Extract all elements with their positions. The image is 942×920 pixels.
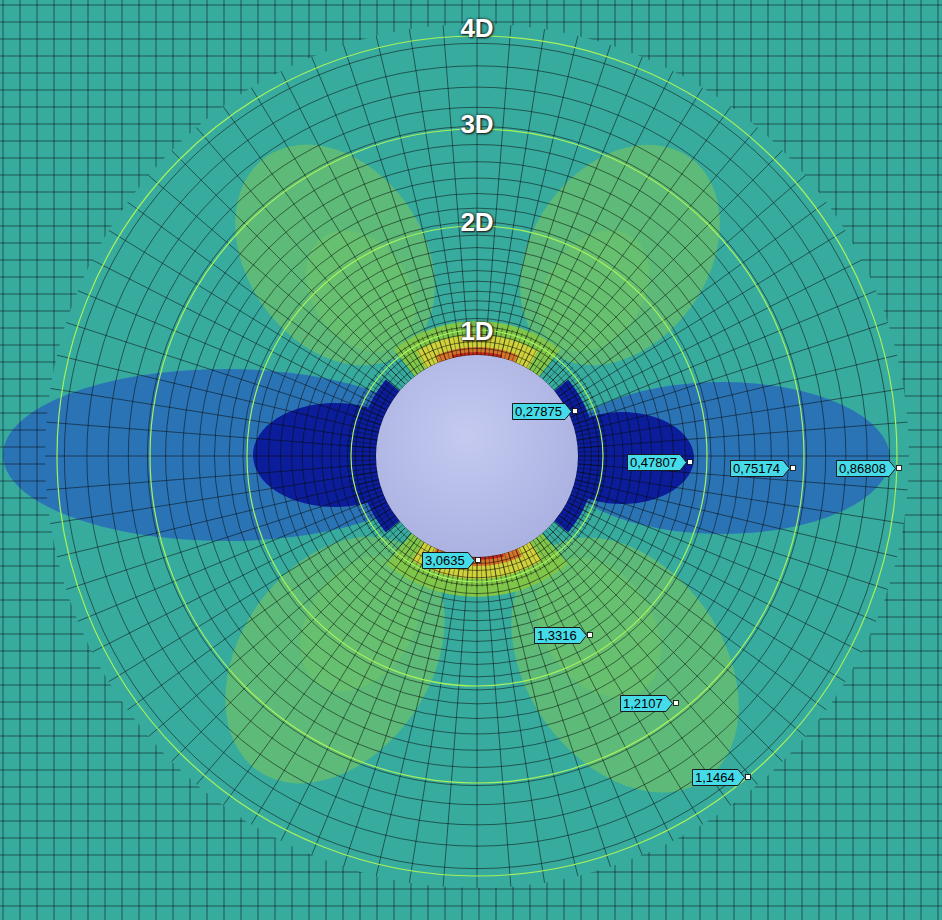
probe-marker — [791, 466, 796, 471]
probe-marker — [897, 466, 902, 471]
callout-box — [837, 460, 896, 476]
probe-marker — [588, 633, 593, 638]
callout-box — [628, 454, 687, 470]
callout-number: 1,1464 — [692, 769, 745, 786]
distance-ring — [150, 129, 804, 783]
value-callout: 0,47807 — [627, 454, 687, 471]
callout-box — [693, 769, 745, 785]
reference-rings — [57, 36, 897, 876]
distance-label: 2D — [460, 208, 493, 237]
probe-markers — [476, 409, 902, 780]
probe-marker — [573, 409, 578, 414]
callout-number: 1,3316 — [534, 627, 587, 644]
callout-box — [731, 460, 790, 476]
callout-number: 0,86808 — [836, 460, 896, 477]
distance-label: 4D — [460, 14, 493, 43]
hole — [376, 355, 578, 557]
distance-ring — [57, 36, 897, 876]
callout-number: 0,47807 — [627, 454, 687, 471]
value-callout: 1,3316 — [534, 627, 587, 644]
distance-ring — [351, 330, 603, 582]
callout-box — [513, 403, 572, 419]
callout-number: 0,27875 — [512, 403, 572, 420]
callout-box — [535, 627, 587, 643]
probe-marker — [476, 558, 481, 563]
value-callout: 3,0635 — [422, 552, 475, 569]
value-callout: 0,86808 — [836, 460, 896, 477]
value-callout: 1,1464 — [692, 769, 745, 786]
callout-box — [423, 552, 475, 568]
distance-label: 3D — [460, 110, 493, 139]
probe-marker — [688, 460, 693, 465]
value-callout: 0,75174 — [730, 460, 790, 477]
distance-ring — [247, 226, 707, 686]
callout-number: 0,75174 — [730, 460, 790, 477]
callout-number: 1,2107 — [620, 695, 673, 712]
probe-marker — [746, 775, 751, 780]
value-callout: 1,2107 — [620, 695, 673, 712]
value-callout: 0,27875 — [512, 403, 572, 420]
distance-label: 1D — [460, 317, 493, 346]
callout-number: 3,0635 — [422, 552, 475, 569]
probe-marker — [674, 701, 679, 706]
callout-box — [621, 695, 673, 711]
